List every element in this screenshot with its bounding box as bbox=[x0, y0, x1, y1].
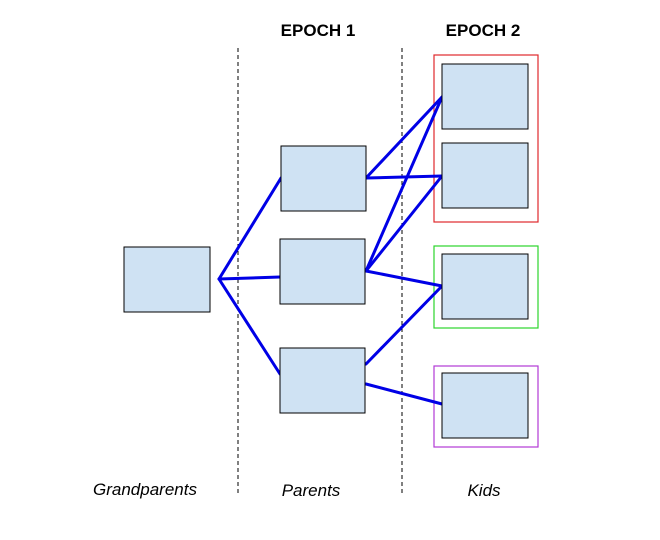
kids-group-purple bbox=[433, 365, 539, 448]
edge-parent-3-kid-3 bbox=[364, 284, 444, 366]
kids-group-red bbox=[433, 54, 539, 223]
grandparent-node bbox=[123, 246, 211, 313]
parent-node-2 bbox=[279, 238, 366, 305]
kid-node-1 bbox=[441, 63, 529, 130]
parent-node-1 bbox=[280, 145, 367, 212]
parent-node-3 bbox=[279, 347, 366, 414]
kids-caption: Kids bbox=[467, 481, 501, 500]
epoch-1-header: EPOCH 1 bbox=[281, 21, 356, 40]
epoch-2-header: EPOCH 2 bbox=[446, 21, 521, 40]
kid-node-3 bbox=[441, 253, 529, 320]
edges bbox=[217, 95, 444, 406]
parents-caption: Parents bbox=[282, 481, 341, 500]
edge-parent-1-kid-2 bbox=[364, 174, 444, 180]
kid-node-2 bbox=[441, 142, 529, 209]
edge-parent-1-kid-1 bbox=[364, 95, 444, 180]
edge-parent-2-kid-2 bbox=[364, 174, 444, 273]
edge-grandparent-parent-2 bbox=[217, 275, 282, 281]
grandparents-caption: Grandparents bbox=[93, 480, 197, 499]
edge-parent-2-kid-3 bbox=[364, 269, 444, 288]
edge-grandparent-parent-1 bbox=[217, 176, 283, 281]
kids-group-green bbox=[433, 245, 539, 329]
edge-parent-2-kid-1 bbox=[364, 95, 444, 273]
kid-node-4 bbox=[441, 372, 529, 439]
edge-parent-3-kid-4 bbox=[364, 382, 444, 406]
edge-grandparent-parent-3 bbox=[217, 277, 282, 376]
